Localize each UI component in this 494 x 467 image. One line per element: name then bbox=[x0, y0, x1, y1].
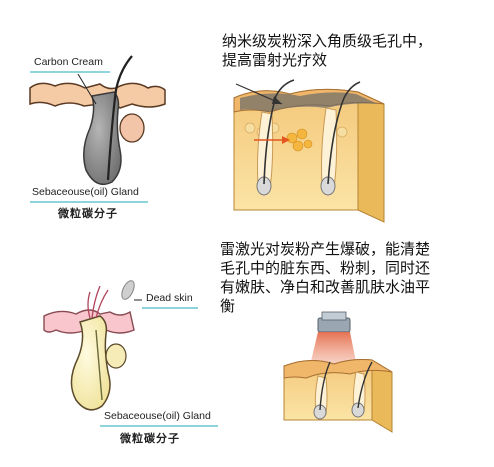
underline-carbon-cream bbox=[30, 71, 110, 73]
label-gland-top: Sebaceouse(oil) Gland bbox=[32, 186, 139, 198]
hair-strand bbox=[106, 55, 133, 181]
description-top: 纳米级炭粉深入角质级毛孔中， 提高雷射光疗效 bbox=[222, 32, 433, 69]
underline-gland-bottom bbox=[100, 425, 218, 427]
pore-diagram-dead-skin bbox=[43, 280, 142, 411]
caption-top: 微粒碳分子 bbox=[58, 207, 118, 220]
skin-block-carbon bbox=[233, 79, 385, 223]
label-gland-bottom: Sebaceouse(oil) Gland bbox=[104, 410, 211, 422]
underline-dead-skin bbox=[142, 307, 198, 309]
label-carbon-cream: Carbon Cream bbox=[34, 56, 103, 68]
caption-bottom: 微粒碳分子 bbox=[120, 432, 180, 445]
pore-diagram-carbon-cream bbox=[29, 55, 166, 185]
label-dead-skin: Dead skin bbox=[146, 292, 193, 304]
skin-block-laser bbox=[283, 311, 393, 433]
description-bottom: 雷激光对炭粉产生爆破，能清楚 毛孔中的脏东西、粉刺，同时还 有嫩肤、净白和改善肌… bbox=[220, 240, 431, 315]
gland-grey-shape bbox=[83, 91, 122, 185]
underline-gland-top bbox=[30, 201, 148, 203]
